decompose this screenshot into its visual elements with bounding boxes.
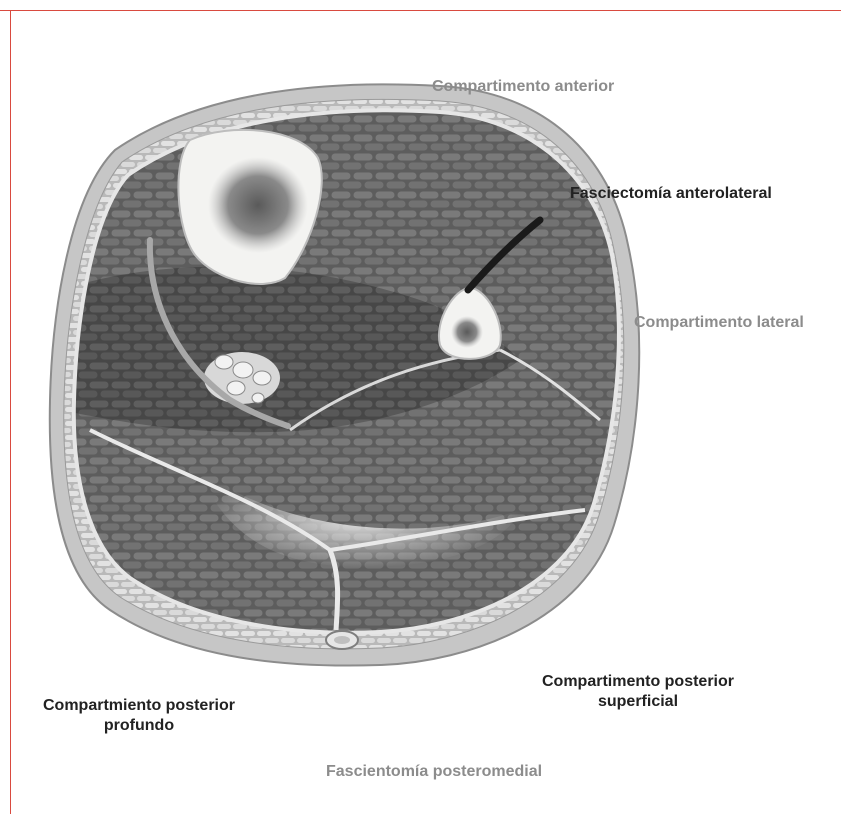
tibia-marrow (208, 157, 308, 253)
fibula-marrow (451, 316, 483, 348)
label-superficial-posterior-line2: superficial (526, 692, 750, 712)
saphenous-vein-lumen (334, 636, 350, 644)
label-deep-posterior-line2: profundo (28, 716, 250, 736)
label-anterolateral-fasciotomy: Fasciectomía anterolateral (570, 184, 772, 204)
label-anterior-compartment: Compartimento anterior (432, 77, 614, 97)
label-superficial-posterior-line1: Compartimento posterior (526, 672, 750, 692)
neurovascular-bundle (204, 352, 280, 404)
label-deep-posterior-compartment: Compartmiento posterior profundo (28, 696, 250, 736)
label-deep-posterior-line1: Compartmiento posterior (28, 696, 250, 716)
label-superficial-posterior-compartment: Compartimento posterior superficial (526, 672, 750, 712)
label-posteromedial-fasciotomy: Fascientomía posteromedial (326, 762, 542, 782)
label-lateral-compartment: Compartimento lateral (634, 313, 804, 333)
